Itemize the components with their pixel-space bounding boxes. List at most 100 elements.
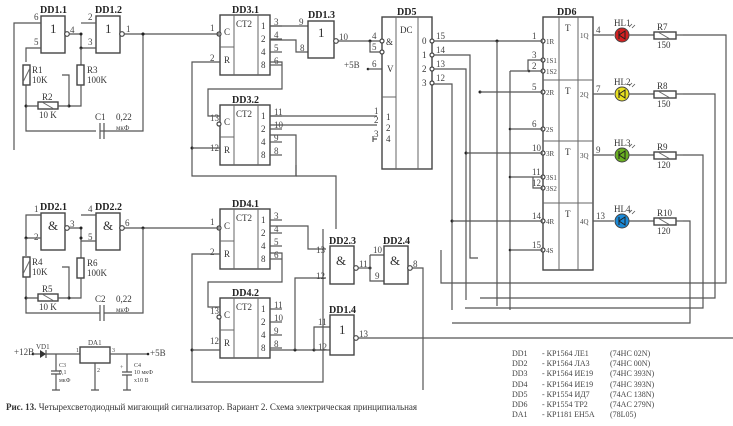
dd5-addr: 4: [386, 134, 391, 144]
parts-list-row: DA1- КР1181 ЕН5А(78L05): [512, 410, 654, 420]
part-ref: DA1: [512, 410, 528, 420]
led-hl3: HL3: [614, 138, 654, 163]
resistor-value: 120: [657, 160, 671, 170]
dd6-input-label: 1S2: [546, 68, 557, 76]
dd6-cell-label: T: [565, 23, 571, 33]
pin-label: 6: [274, 56, 279, 66]
led-hl2: HL2: [614, 77, 654, 102]
inverter-bubble: [64, 225, 70, 231]
resistor-r6: [76, 257, 85, 279]
dd5-output-bubble: [429, 80, 435, 86]
pin-label: 8: [274, 146, 279, 156]
c4-label: C4: [134, 363, 141, 369]
part-ref: DD3: [512, 369, 528, 379]
pin-label: 1: [374, 106, 379, 116]
pin-label: 5: [88, 232, 93, 242]
parts-list: DD1- КР1564 ЛЕ1(74HC 02N)DD2- КР1564 ЛА3…: [512, 349, 654, 420]
part-equiv: (74HC 393N): [610, 369, 655, 379]
pin-label: 13: [210, 306, 220, 316]
pin-label: 12: [532, 178, 541, 188]
pin-label: 3: [274, 17, 279, 27]
gate-dd2-1: [40, 212, 66, 251]
pin-label: 5: [532, 82, 537, 92]
part-equiv: (78L05): [610, 410, 637, 420]
dd5-output-label: 0: [422, 36, 427, 46]
pin-label: 3: [274, 211, 279, 221]
led-label: HL1: [614, 18, 631, 28]
c1-label: C1: [95, 112, 106, 122]
pin-label: 6: [125, 218, 130, 228]
regulator-da1: [79, 346, 111, 364]
output-weight: 1: [261, 215, 266, 225]
pin-label: 10: [532, 143, 542, 153]
pin-label: 4: [372, 31, 377, 41]
r5-label: R5: [42, 284, 53, 294]
part-part: - КР1564 ИЕ19: [542, 369, 594, 379]
counter-type: CT2: [236, 213, 252, 223]
output-weight: 2: [261, 228, 266, 238]
inverter-bubble: [64, 31, 70, 37]
gate-dd1-3-symbol: 1: [318, 25, 325, 40]
counter-type: CT2: [236, 109, 252, 119]
pin-label: 11: [359, 259, 368, 269]
c4-voltage: х10 В: [134, 378, 149, 384]
pin-label: 14: [436, 45, 446, 55]
pin-label: 3: [88, 37, 93, 47]
part-part: - КР1564 ЛА3: [542, 359, 590, 369]
pin-label: 1: [210, 217, 215, 227]
parts-list-row: DD1- КР1564 ЛЕ1(74HC 02N): [512, 349, 654, 359]
r1-label: R1: [32, 65, 43, 75]
part-equiv: (74AC 138N): [610, 389, 655, 399]
led-body: [614, 213, 630, 229]
inverter-bubble: [353, 335, 359, 341]
r4-label: R4: [32, 257, 43, 267]
r3-label: R3: [87, 65, 98, 75]
output-weight: 1: [261, 304, 266, 314]
pin-label: 10: [373, 245, 383, 255]
part-ref: DD5: [512, 389, 528, 399]
pin-label: 2: [210, 53, 215, 63]
dd5-output-label: 2: [422, 64, 427, 74]
led-body: [614, 27, 630, 43]
pin-label: 1: [532, 31, 537, 41]
inverter-bubble: [407, 265, 413, 271]
pin-label: 11: [532, 167, 541, 177]
dd6-output-label: 4Q: [580, 218, 589, 226]
dd6-cell-label: T: [565, 147, 571, 157]
pin-label: 13: [210, 113, 220, 123]
light-emission-icon: [628, 23, 636, 29]
output-weight: 2: [261, 34, 266, 44]
pin-label: 6: [274, 250, 279, 260]
inverter-bubble: [119, 225, 125, 231]
latch-dd6: DD6 1R11S131S222R52S63R103S1113S2124R144…: [532, 7, 614, 271]
dd6-output-label: 1Q: [580, 32, 589, 40]
pin-label: 2: [532, 61, 537, 71]
pin-label: 9: [274, 133, 279, 143]
pin-label: 13: [316, 245, 326, 255]
part-ref: DD6: [512, 400, 528, 410]
gate-dd1-1-symbol: 1: [50, 21, 57, 36]
resistor-label: R7: [657, 22, 668, 32]
resistor-value: 150: [657, 99, 671, 109]
pin-label: 5: [274, 43, 279, 53]
pin-label: 3: [112, 348, 115, 354]
parts-list-row: DD3 - КР1564 ИЕ19 (74HC 393N): [512, 369, 654, 379]
clock-input-label: C: [224, 117, 230, 127]
reset-input-label: R: [224, 55, 230, 65]
reset-input-label: R: [224, 338, 230, 348]
parts-list-row: DD4- КР1564 ИЕ19(74HC 393N): [512, 380, 654, 390]
reset-input-label: R: [224, 145, 230, 155]
pin-label: 6: [34, 12, 39, 22]
dd6-input-label: 3S1: [546, 174, 557, 182]
dd5-output-bubble: [429, 52, 435, 58]
r6-label: R6: [87, 258, 98, 268]
c4-polarity: +: [120, 365, 124, 371]
pin-label: 9: [375, 271, 380, 281]
resistor-label: R8: [657, 81, 668, 91]
gate-dd2-3-label: DD2.3: [329, 236, 356, 247]
caption-text: Четырехсветодиодный мигающий сигнализато…: [38, 402, 418, 412]
pin-label: 4: [70, 25, 75, 35]
